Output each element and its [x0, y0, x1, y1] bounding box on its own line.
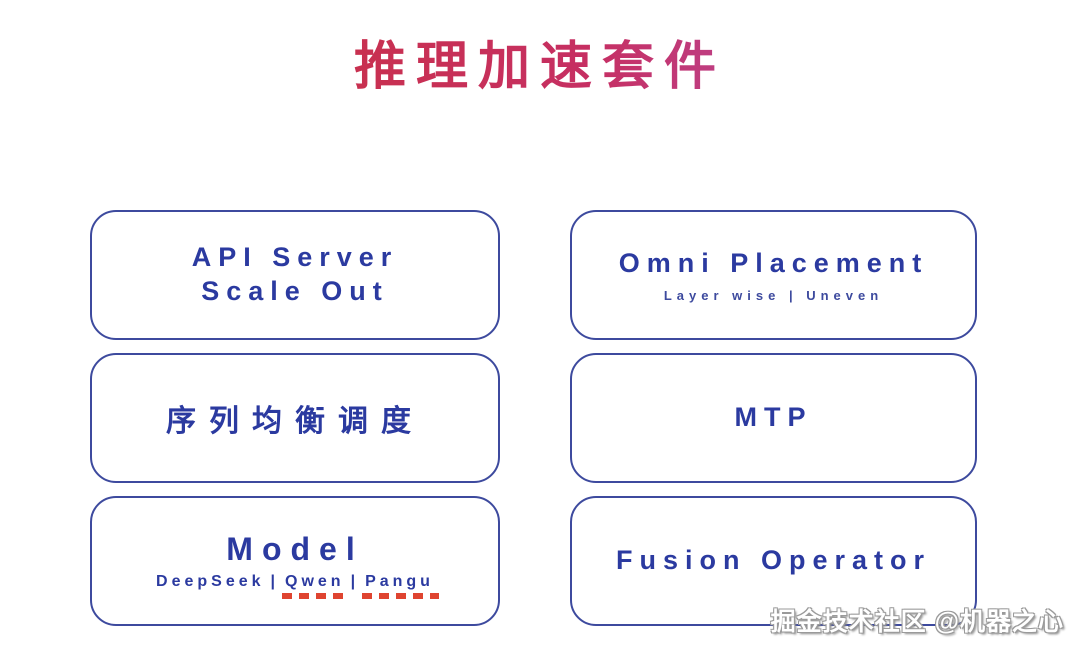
box-omni-placement: Omni Placement Layer wise | Uneven	[570, 210, 977, 340]
box-fusion-operator: Fusion Operator	[570, 496, 977, 626]
box-sequence-balance-scheduling-title: 序列均衡调度	[166, 405, 424, 438]
box-api-server-title: API Server Scale Out	[191, 242, 399, 306]
box-model-subtitle: DeepSeek|Qwen|Pangu	[156, 573, 439, 599]
box-mtp-title: MTP	[734, 402, 813, 433]
model-name-deepseek: DeepSeek	[156, 573, 265, 590]
box-fusion-operator-title: Fusion Operator	[615, 545, 931, 576]
box-model-title: Model	[226, 531, 364, 567]
model-name-pangu: Pangu	[362, 573, 439, 599]
box-omni-placement-title: Omni Placement	[618, 248, 929, 279]
box-model: Model DeepSeek|Qwen|Pangu	[90, 496, 500, 626]
box-sequence-balance-scheduling: 序列均衡调度	[90, 353, 500, 483]
model-name-qwen: Qwen	[282, 573, 350, 599]
box-omni-placement-subtitle: Layer wise | Uneven	[663, 287, 884, 303]
model-subtitle-separator: |	[350, 573, 360, 590]
model-subtitle-separator: |	[270, 573, 280, 590]
box-mtp: MTP	[570, 353, 977, 483]
box-api-server-scale-out: API Server Scale Out	[90, 210, 500, 340]
page-title: 推理加速套件	[0, 24, 1080, 99]
watermark-text: 掘金技术社区 @机器之心	[770, 608, 1064, 636]
